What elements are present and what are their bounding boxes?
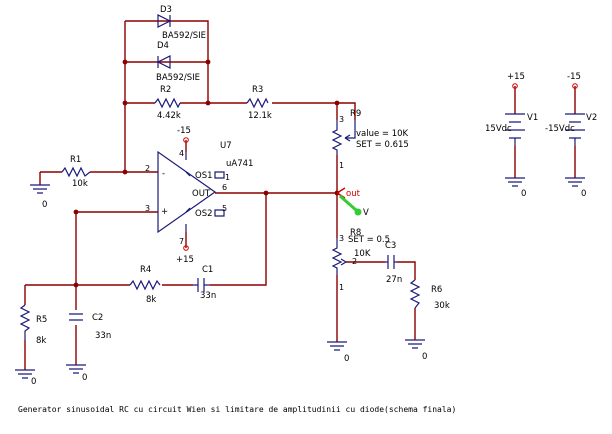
resistor-r5: R5 8k — [19, 304, 47, 346]
c3-value: 27n — [386, 275, 402, 285]
r4-value: 8k — [146, 295, 156, 305]
r9-pin1: 1 — [339, 161, 344, 170]
ground-symbols: 0 0 0 0 0 0 0 — [15, 177, 586, 387]
potentiometer-r9: 3 1 R9 value = 10K SET = 0.615 — [331, 109, 409, 170]
u7-pin6: 6 — [222, 183, 227, 192]
r8-pin1: 1 — [339, 283, 344, 292]
c2-value: 33n — [95, 331, 111, 341]
v1-value: 15Vdc — [485, 124, 512, 134]
r3-value: 12.1k — [248, 111, 272, 121]
capacitor-c2: C2 33n — [69, 313, 111, 341]
resistor-r2: R2 4.42k — [154, 85, 181, 121]
ground-label-v1: 0 — [521, 189, 526, 199]
resistor-r1: R1 10k — [61, 155, 91, 189]
c2-ref: C2 — [92, 313, 103, 323]
schematic-caption: Generator sinusoidal RC cu circuit Wien … — [18, 405, 456, 414]
wires — [24, 20, 576, 370]
probe-voltage-marker[interactable]: V — [339, 194, 369, 218]
r9-value: value = 10K — [356, 129, 409, 139]
u7-pin7: 7 — [179, 237, 184, 246]
capacitor-c3: C3 27n — [385, 241, 402, 285]
ground-label-c2: 0 — [82, 373, 87, 383]
c1-value: 33n — [200, 291, 216, 301]
ground-label-r1: 0 — [42, 200, 47, 210]
ground-label-r5: 0 — [31, 377, 36, 387]
opamp-rail-top: -15 — [177, 126, 191, 136]
r9-ref: R9 — [350, 109, 361, 119]
r8-pin3: 3 — [339, 234, 344, 243]
r8-pin2: 2 — [352, 257, 357, 266]
v2-ref: V2 — [586, 113, 597, 123]
r6-value: 30k — [434, 301, 450, 311]
vsource-v2: -15 V2 -15Vdc — [545, 72, 597, 146]
u7-out: OUT — [192, 189, 211, 199]
diode-d3: D3 BA592/SIE — [157, 5, 206, 41]
probe-v-label: V — [363, 208, 369, 218]
ground-label-r8: 0 — [344, 354, 349, 364]
c3-ref: C3 — [385, 241, 396, 251]
r5-ref: R5 — [36, 315, 47, 325]
resistor-r3: R3 12.1k — [246, 85, 272, 121]
c1-ref: C1 — [202, 265, 213, 275]
d3-ref: D3 — [160, 5, 172, 15]
opamp-rail-bottom: +15 — [176, 255, 194, 265]
u7-pin5: 5 — [222, 204, 227, 213]
r9-set: SET = 0.615 — [356, 140, 409, 150]
r2-value: 4.42k — [157, 111, 181, 121]
u7-plus: + — [161, 207, 168, 217]
vsource-v1: +15 V1 15Vdc — [485, 72, 538, 146]
u7-os2: OS2 — [195, 209, 213, 219]
r1-ref: R1 — [70, 155, 81, 165]
v2-value: -15Vdc — [545, 124, 575, 134]
r4-ref: R4 — [140, 265, 151, 275]
r5-value: 8k — [36, 336, 46, 346]
u7-pin2: 2 — [145, 164, 150, 173]
r6-ref: R6 — [431, 285, 442, 295]
r1-value: 10k — [72, 179, 88, 189]
u7-ref: U7 — [220, 141, 232, 151]
d4-value: BA592/SIE — [156, 73, 200, 83]
resistor-r4: R4 8k — [129, 265, 161, 305]
r8-ref: R8 — [350, 228, 361, 238]
resistor-r6: R6 30k — [409, 279, 450, 311]
u7-pin4: 4 — [179, 149, 184, 158]
ground-label-v2: 0 — [581, 189, 586, 199]
u7-model: uA741 — [226, 159, 253, 169]
r9-pin3: 3 — [339, 115, 344, 124]
u7-pin1: 1 — [225, 173, 230, 182]
r8-set: SET = 0.5 — [348, 235, 390, 245]
diode-d4: D4 BA592/SIE — [156, 41, 200, 83]
u7-minus: - — [162, 169, 165, 179]
v2-rail: -15 — [567, 72, 581, 82]
d3-value: BA592/SIE — [162, 31, 206, 41]
opamp-u7: - + OS1 OS2 OUT U7 uA741 2 3 6 4 7 1 5 — [145, 141, 253, 246]
opamp-supply-labels: -15 +15 — [176, 126, 194, 265]
d4-ref: D4 — [157, 41, 169, 51]
u7-pin3: 3 — [145, 204, 150, 213]
potentiometer-r8: 3 1 2 R8 SET = 0.5 10K — [331, 228, 390, 292]
r3-ref: R3 — [252, 85, 263, 95]
v1-ref: V1 — [527, 113, 538, 123]
probe-out-label: out — [346, 189, 361, 199]
ground-label-r6: 0 — [422, 352, 427, 362]
capacitor-c1: C1 33n — [193, 265, 216, 301]
u7-os1: OS1 — [195, 171, 213, 181]
v1-rail: +15 — [507, 72, 525, 82]
r8-value: 10K — [354, 249, 371, 259]
r2-ref: R2 — [160, 85, 171, 95]
